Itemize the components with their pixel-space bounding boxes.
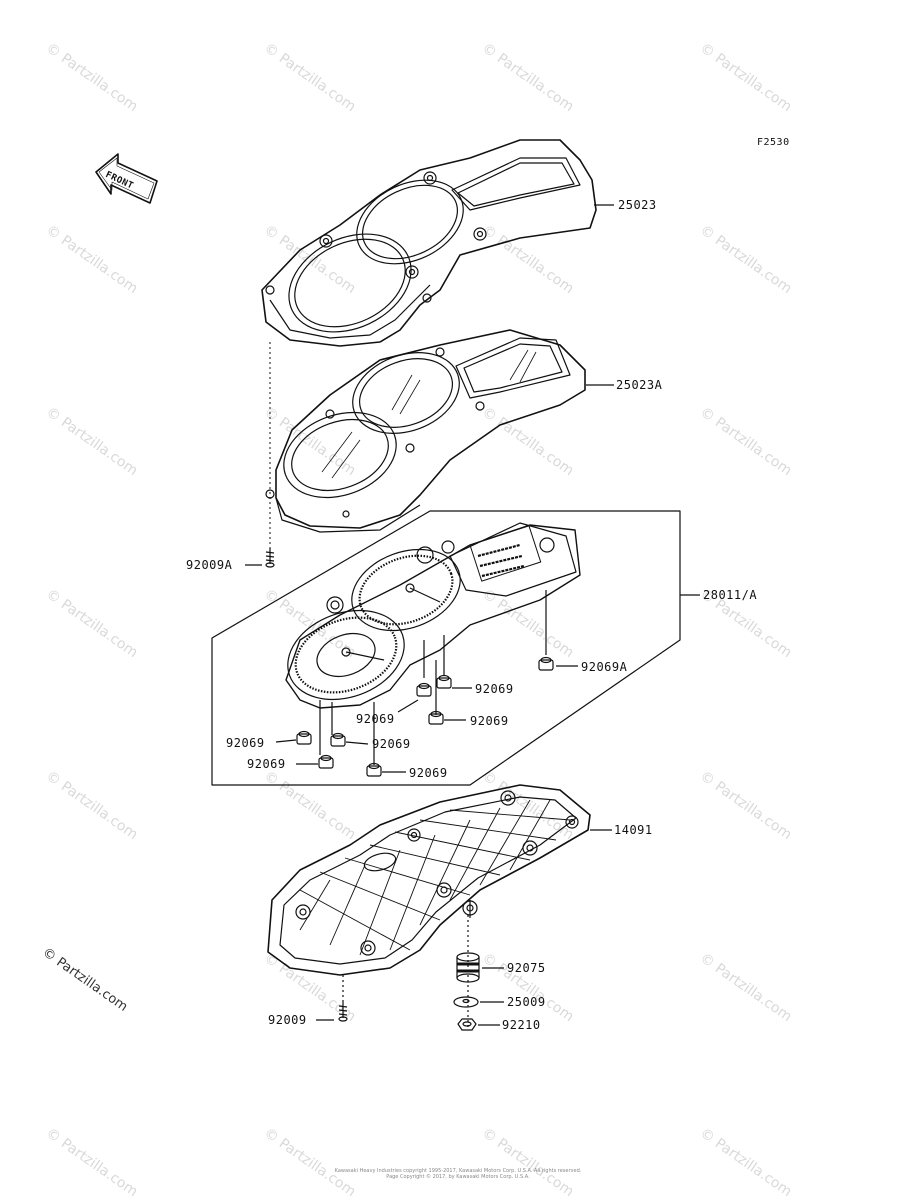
part-label-92069A[interactable]: 92069A [581, 660, 628, 674]
front-arrow-icon [95, 153, 158, 204]
nut-92069-5 [330, 732, 346, 747]
part-label-28011A[interactable]: 28011/A [703, 588, 758, 602]
meter-assembly [285, 522, 581, 765]
nut-92069-1 [436, 674, 452, 689]
part-label-92075[interactable]: 92075 [507, 961, 546, 975]
figure-code: F2530 [757, 137, 790, 148]
assembly-box [211, 510, 681, 786]
nut-92069-6 [318, 754, 334, 769]
screw-92009 [338, 1002, 348, 1022]
part-label-25023[interactable]: 25023 [618, 198, 657, 212]
part-label-92009A[interactable]: 92009A [186, 558, 233, 572]
part-label-92069[interactable]: 92069 [372, 737, 411, 751]
part-label-92069[interactable]: 92069 [247, 757, 286, 771]
part-label-25023A[interactable]: 25023A [616, 378, 663, 392]
meter-lens-panel [265, 329, 586, 533]
copyright-line-2: Page Copyright © 2017, by Kawasaki Motor… [386, 1174, 530, 1180]
lower-case [267, 784, 591, 976]
nut-92069A [538, 656, 554, 671]
nut-92210 [457, 1018, 477, 1031]
part-label-92069[interactable]: 92069 [409, 766, 448, 780]
part-label-14091[interactable]: 14091 [614, 823, 653, 837]
nut-92069-4 [296, 730, 312, 745]
nut-group [296, 656, 554, 777]
nut-92069-7 [366, 762, 382, 777]
grommet-92075 [456, 952, 480, 983]
screw-92009A [265, 548, 275, 568]
part-label-25009[interactable]: 25009 [507, 995, 546, 1009]
part-label-92069[interactable]: 92069 [226, 736, 265, 750]
nut-92069-2 [416, 682, 432, 697]
part-label-92069[interactable]: 92069 [470, 714, 509, 728]
part-label-92069[interactable]: 92069 [356, 712, 395, 726]
washer-25009 [453, 996, 479, 1008]
part-label-92210[interactable]: 92210 [502, 1018, 541, 1032]
part-label-92069[interactable]: 92069 [475, 682, 514, 696]
copyright-line-1: Kawasaki Heavy Industries copyright 1995… [334, 1168, 582, 1174]
copyright-footer: Kawasaki Heavy Industries copyright 1995… [300, 1168, 616, 1180]
part-label-92009[interactable]: 92009 [268, 1013, 307, 1027]
leaders-92069 [275, 665, 578, 773]
meter-cover-upper [261, 139, 597, 347]
nut-92069-3 [428, 710, 444, 725]
